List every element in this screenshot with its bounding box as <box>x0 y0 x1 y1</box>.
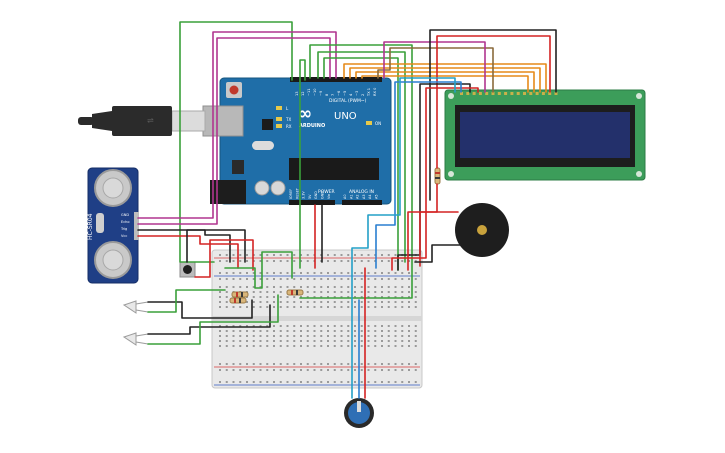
usb-jack <box>202 105 244 137</box>
arduino-pin-label: 5V <box>308 194 312 199</box>
arduino-pin-label: 13 <box>295 91 299 96</box>
arduino-pin-label: A3 <box>362 195 366 199</box>
resistor-icon <box>286 289 304 296</box>
lcd-pin <box>491 92 495 95</box>
led-label-tx: TX <box>285 117 291 122</box>
arduino-uno-board[interactable]: L TX RX ON ∞ ARDUINO UNO DIGITAL (PWM~) … <box>202 77 392 205</box>
arduino-pin-label: A2 <box>356 195 360 199</box>
arduino-pin-label: A1 <box>349 195 353 199</box>
arduino-pin-label: 4 <box>349 93 353 96</box>
lcd-pin <box>472 92 476 95</box>
potentiometer-icon[interactable] <box>344 398 374 428</box>
ultrasonic-pin-gnd: GND <box>121 213 129 217</box>
digital-header <box>290 77 382 82</box>
crystal <box>252 141 274 150</box>
lcd-pin <box>466 92 470 95</box>
ultrasonic-pin-echo: Echo <box>121 220 130 224</box>
lcd-pin <box>548 92 552 95</box>
pushbutton-icon[interactable] <box>179 261 196 278</box>
arduino-pin-label: 3.3V <box>302 191 306 199</box>
arduino-pin-label: 8 <box>325 93 329 96</box>
resistor-icon <box>231 291 249 298</box>
power-jack <box>210 180 246 204</box>
ultrasonic-sensor[interactable]: HC-SR04 GND Echo Trig Vcc <box>87 167 139 284</box>
arduino-pin-label: 12 <box>301 91 305 96</box>
led-icon <box>122 332 149 346</box>
lcd-pin <box>554 92 558 95</box>
arduino-pin-label: RESET <box>295 187 299 199</box>
lcd-pin <box>541 92 545 95</box>
lcd-pin <box>523 92 526 95</box>
lcd-pin <box>529 92 533 95</box>
lcd-pin <box>478 92 482 95</box>
arduino-pin-label: A4 <box>368 195 372 199</box>
ultrasonic-pin-vcc: Vcc <box>121 234 127 238</box>
ultrasonic-pin-trig: Trig <box>120 227 127 231</box>
arduino-pin-label: ~11 <box>307 88 311 96</box>
arduino-pin-label: TX 1 <box>367 88 371 97</box>
lcd-pin <box>497 92 501 95</box>
wires <box>137 21 557 399</box>
analog-label: ANALOG IN <box>349 189 374 195</box>
arduino-pin-label: ~3 <box>355 91 359 96</box>
analog-header <box>342 200 382 205</box>
buzzer-icon <box>455 203 509 257</box>
resistor-icon <box>434 167 441 185</box>
svg-text:⇌: ⇌ <box>147 116 154 125</box>
arduino-pin-label: 2 <box>361 94 365 96</box>
arduino-pin-label: 7 <box>331 94 335 96</box>
power-header <box>289 200 335 205</box>
lcd-pin <box>516 92 520 95</box>
breadboard <box>211 249 423 389</box>
usb-cable-icon: ⇌ <box>78 106 206 136</box>
lcd-pin <box>485 92 489 95</box>
arduino-pin-label: Vin <box>327 194 331 199</box>
led-label-rx: RX <box>286 124 292 129</box>
resistor-icon <box>229 297 247 304</box>
arduino-pin-label: GND <box>314 191 318 199</box>
arduino-brand: ARDUINO <box>299 123 325 129</box>
digital-label: DIGITAL (PWM~) <box>329 98 367 104</box>
arduino-pin-label: GND <box>321 191 325 199</box>
on-label: ON <box>375 121 381 126</box>
arduino-pin-label: IOREF <box>289 189 293 199</box>
arduino-model: UNO <box>334 111 357 122</box>
arduino-pin-label: A5 <box>375 195 379 199</box>
arduino-pin-label: ~6 <box>337 90 341 96</box>
power-label: POWER <box>318 189 335 195</box>
arduino-pin-label: ~5 <box>343 91 347 96</box>
arduino-pin-label: RX 0 <box>373 87 377 96</box>
atmega-chip <box>289 158 379 180</box>
lcd-pin <box>504 92 508 95</box>
arduino-pin-label: ~9 <box>319 90 323 96</box>
lcd-pin <box>535 92 539 95</box>
ultrasonic-model: HC-SR04 <box>87 213 94 240</box>
lcd-screen <box>460 112 630 158</box>
arduino-logo-icon: ∞ <box>298 104 312 124</box>
lcd-pin <box>460 92 463 95</box>
arduino-pin-label: ~10 <box>313 88 317 96</box>
led-label-l: L <box>286 106 289 111</box>
arduino-pin-label: A0 <box>343 195 347 199</box>
lcd-display[interactable] <box>444 89 646 181</box>
led-icon <box>122 300 149 314</box>
lcd-pin <box>510 92 514 95</box>
